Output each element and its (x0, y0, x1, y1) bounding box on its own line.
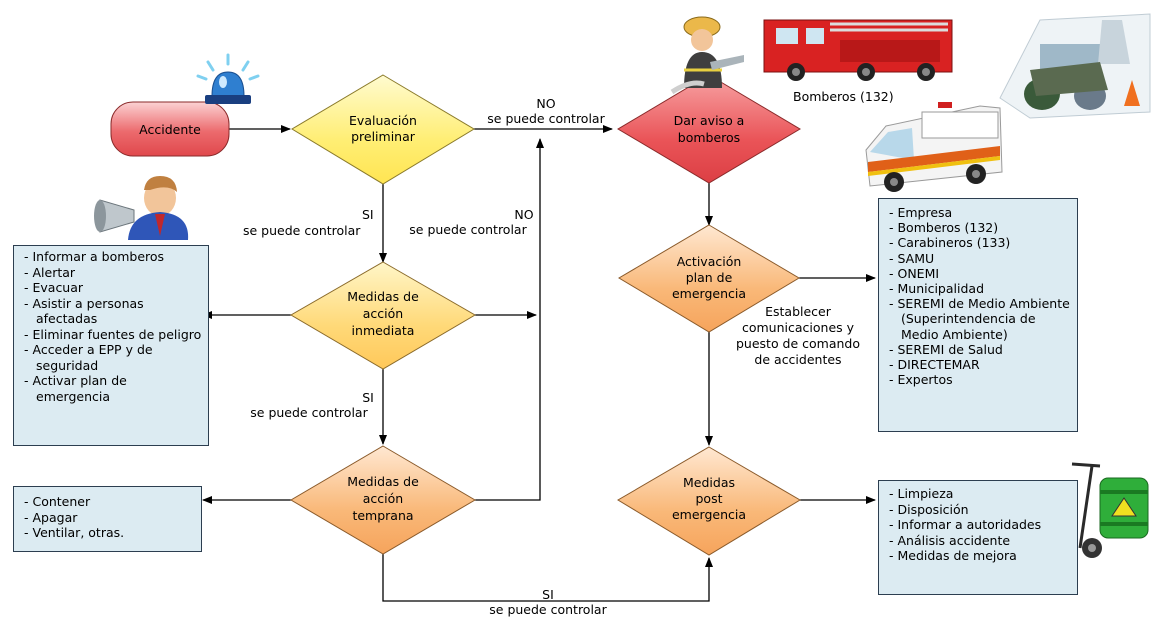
firefighter-icon (670, 16, 744, 95)
aviso-label-1: Dar aviso a (674, 113, 745, 128)
contacts-list: EmpresaBomberos (132)Carabineros (133)SA… (889, 205, 1071, 387)
post-actions-list: LimpiezaDisposiciónInformar a autoridade… (889, 486, 1071, 564)
node-activacion (618, 224, 800, 333)
contacts-item: SAMU (889, 251, 1071, 266)
aviso-label-2: bomberos (678, 130, 740, 145)
contacts-item: Municipalidad (889, 281, 1071, 296)
label-establecer: Establecer comunicaciones y puesto de co… (736, 304, 860, 368)
box-post-actions: LimpiezaDisposiciónInformar a autoridade… (878, 480, 1078, 595)
label-si-1-word: SI (362, 207, 374, 222)
inmediata-label-3: inmediata (352, 323, 415, 338)
label-si-bottom-1: SI (542, 587, 554, 602)
contacts-item: Bomberos (132) (889, 220, 1071, 235)
siren-icon (196, 53, 260, 104)
label-si-bottom: SI se puede controlar (489, 587, 606, 617)
activacion-label-2: plan de (686, 270, 733, 285)
contacts-item: DIRECTEMAR (889, 357, 1071, 372)
label-si-2: SI se puede controlar (244, 390, 374, 420)
post-actions-item: Informar a autoridades (889, 517, 1071, 533)
label-establecer-1: Establecer (765, 304, 831, 319)
label-no-mid-1: NO (514, 207, 534, 222)
label-establecer-2: comunicaciones y (741, 320, 855, 335)
edge-temprana-post (382, 554, 713, 602)
node-aviso (617, 74, 801, 184)
label-establecer-4: de accidentes (754, 352, 842, 367)
label-si-1-2: se puede controlar (243, 223, 361, 238)
post-label-2: post (696, 491, 723, 506)
edge-temprana-up (475, 138, 544, 501)
temprana-label-1: Medidas de (347, 474, 419, 489)
connectors (202, 125, 876, 602)
inmediata-actions-item: Asistir a personas afectadas (24, 296, 202, 327)
box-contacts: EmpresaBomberos (132)Carabineros (133)SA… (878, 198, 1078, 432)
post-label-3: emergencia (672, 507, 746, 522)
inmediata-actions-item: Alertar (24, 265, 202, 281)
node-post (617, 446, 801, 556)
label-no-top-2: se puede controlar (487, 111, 605, 126)
evaluacion-label-2: preliminar (351, 129, 416, 144)
activacion-label-1: Activación (677, 254, 742, 269)
label-si-2-2: se puede controlar (250, 405, 368, 420)
label-establecer-3: puesto de comando (735, 336, 861, 351)
node-inmediata (290, 261, 476, 370)
emergency-scene-icon (999, 13, 1151, 119)
inmediata-label-1: Medidas de (347, 289, 419, 304)
megaphone-person-icon (94, 176, 189, 240)
temprana-actions-item: Apagar (24, 510, 195, 526)
post-actions-item: Disposición (889, 502, 1071, 518)
post-actions-item: Limpieza (889, 486, 1071, 502)
contacts-item: ONEMI (889, 266, 1071, 281)
evaluacion-label-1: Evaluación (349, 113, 417, 128)
inmediata-actions-item: Eliminar fuentes de peligro (24, 327, 202, 343)
inmediata-actions-item: Informar a bomberos (24, 249, 202, 265)
fire-truck-icon (763, 19, 953, 81)
activacion-label-3: emergencia (672, 286, 746, 301)
inmediata-actions-item: Acceder a EPP y de seguridad (24, 342, 202, 373)
contacts-item: SEREMI de Medio Ambiente (Superintendenc… (889, 296, 1071, 342)
ambulance-icon (865, 102, 1003, 192)
inmediata-actions-item: Activar plan de emergencia (24, 373, 202, 404)
post-actions-item: Análisis accidente (889, 533, 1071, 549)
label-si-bottom-2: se puede controlar (489, 602, 607, 617)
node-accidente (110, 101, 230, 157)
label-no-top-1: NO (536, 96, 556, 111)
accidente-label: Accidente (139, 122, 201, 137)
post-label-1: Medidas (683, 475, 735, 490)
inmediata-actions-item: Evacuar (24, 280, 202, 296)
label-no-top: NO se puede controlar (487, 96, 604, 126)
contacts-item: Empresa (889, 205, 1071, 220)
contacts-item: SEREMI de Salud (889, 342, 1071, 357)
contacts-item: Carabineros (133) (889, 235, 1071, 250)
temprana-label-3: temprana (352, 508, 413, 523)
post-actions-item: Medidas de mejora (889, 548, 1071, 564)
label-no-mid: NO se puede controlar (402, 207, 533, 237)
temprana-actions-item: Ventilar, otras. (24, 525, 195, 541)
label-no-mid-2: se puede controlar (409, 222, 527, 237)
label-si-2-1: SI (362, 390, 374, 405)
temprana-actions-item: Contener (24, 494, 195, 510)
inmediata-label-2: acción (363, 306, 403, 321)
temprana-actions-list: ContenerApagarVentilar, otras. (24, 494, 195, 541)
temprana-label-2: acción (363, 491, 403, 506)
node-evaluacion (291, 74, 475, 185)
contacts-item: Expertos (889, 372, 1071, 387)
box-temprana-actions: ContenerApagarVentilar, otras. (13, 486, 202, 552)
inmediata-actions-list: Informar a bomberosAlertarEvacuarAsistir… (24, 249, 202, 404)
caption-bomberos: Bomberos (132) (793, 89, 894, 104)
node-temprana (290, 445, 476, 555)
hazard-barrel-cart-icon (1071, 462, 1149, 558)
box-inmediata-actions: Informar a bomberosAlertarEvacuarAsistir… (13, 245, 209, 446)
